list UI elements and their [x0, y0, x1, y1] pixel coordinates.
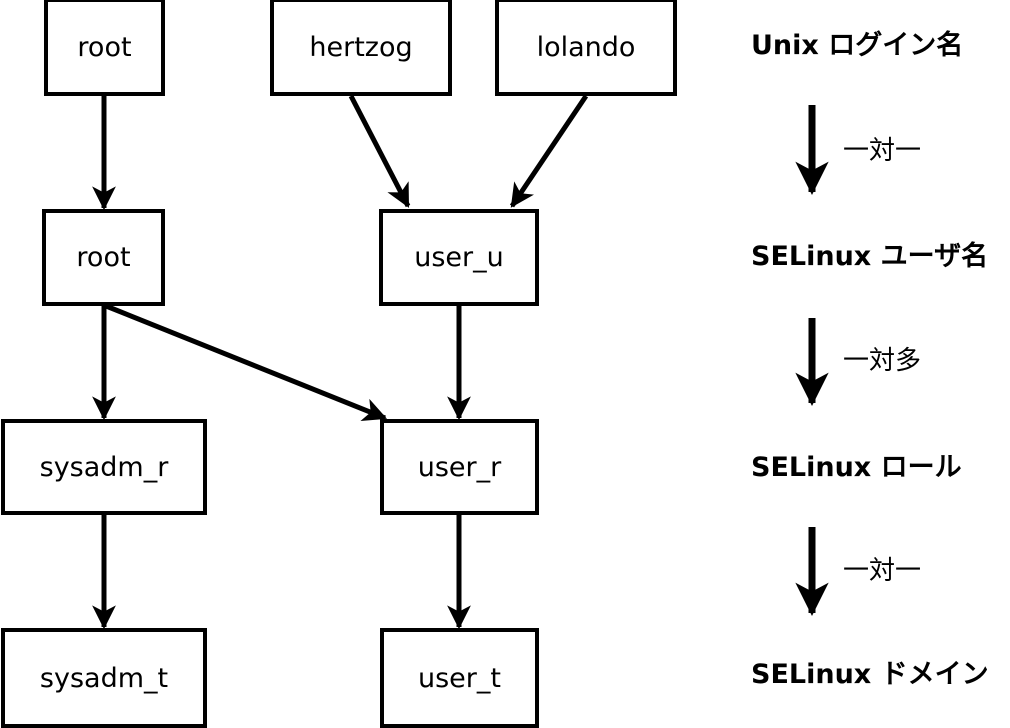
legend-level-selinux-role: SELinux ロール	[751, 454, 962, 481]
node-label: user_t	[418, 662, 501, 694]
edge-unix-lolando-to-seuser-user-u	[509, 94, 589, 208]
legend-level-selinux-user: SELinux ユーザ名	[751, 243, 988, 270]
legend-level-unix-login: Unix ログイン名	[751, 32, 963, 59]
legend-relation-label: 一対一	[843, 556, 922, 586]
legend-level-label: SELinux ロール	[751, 452, 962, 483]
node-unix-lolando[interactable]: lolando	[495, 0, 677, 96]
legend-level-label: SELinux ユーザ名	[751, 241, 989, 272]
node-seuser-root[interactable]: root	[42, 209, 165, 306]
node-role-user-r[interactable]: user_r	[380, 419, 539, 515]
legend-relation-label: 一対多	[843, 346, 922, 376]
node-role-sysadm-r[interactable]: sysadm_r	[1, 419, 207, 515]
edge-unix-hertzog-to-seuser-user-u	[348, 94, 411, 208]
legend-level-label: SELinux ドメイン	[751, 659, 989, 690]
node-label: hertzog	[309, 31, 413, 63]
legend-relation-1: 一対一	[843, 138, 921, 164]
node-label: user_u	[414, 242, 504, 273]
legend-level-label: Unix ログイン名	[751, 30, 964, 61]
node-label: sysadm_t	[39, 662, 169, 694]
node-unix-hertzog[interactable]: hertzog	[270, 0, 452, 96]
node-label: lolando	[536, 31, 636, 63]
node-unix-root[interactable]: root	[44, 0, 165, 96]
node-domain-user-t[interactable]: user_t	[380, 628, 539, 728]
legend-relation-2: 一対多	[843, 348, 921, 374]
node-domain-sysadm-t[interactable]: sysadm_t	[1, 628, 207, 728]
legend-relation-3: 一対一	[843, 558, 921, 584]
node-label: root	[76, 242, 131, 273]
node-seuser-user-u[interactable]: user_u	[379, 209, 539, 306]
node-label: root	[77, 31, 132, 63]
node-label: sysadm_r	[39, 451, 169, 483]
legend-level-selinux-domain: SELinux ドメイン	[751, 661, 989, 688]
edge-seuser-root-to-role-user-r	[105, 303, 388, 421]
node-label: user_r	[417, 451, 502, 483]
legend-relation-label: 一対一	[843, 136, 922, 166]
